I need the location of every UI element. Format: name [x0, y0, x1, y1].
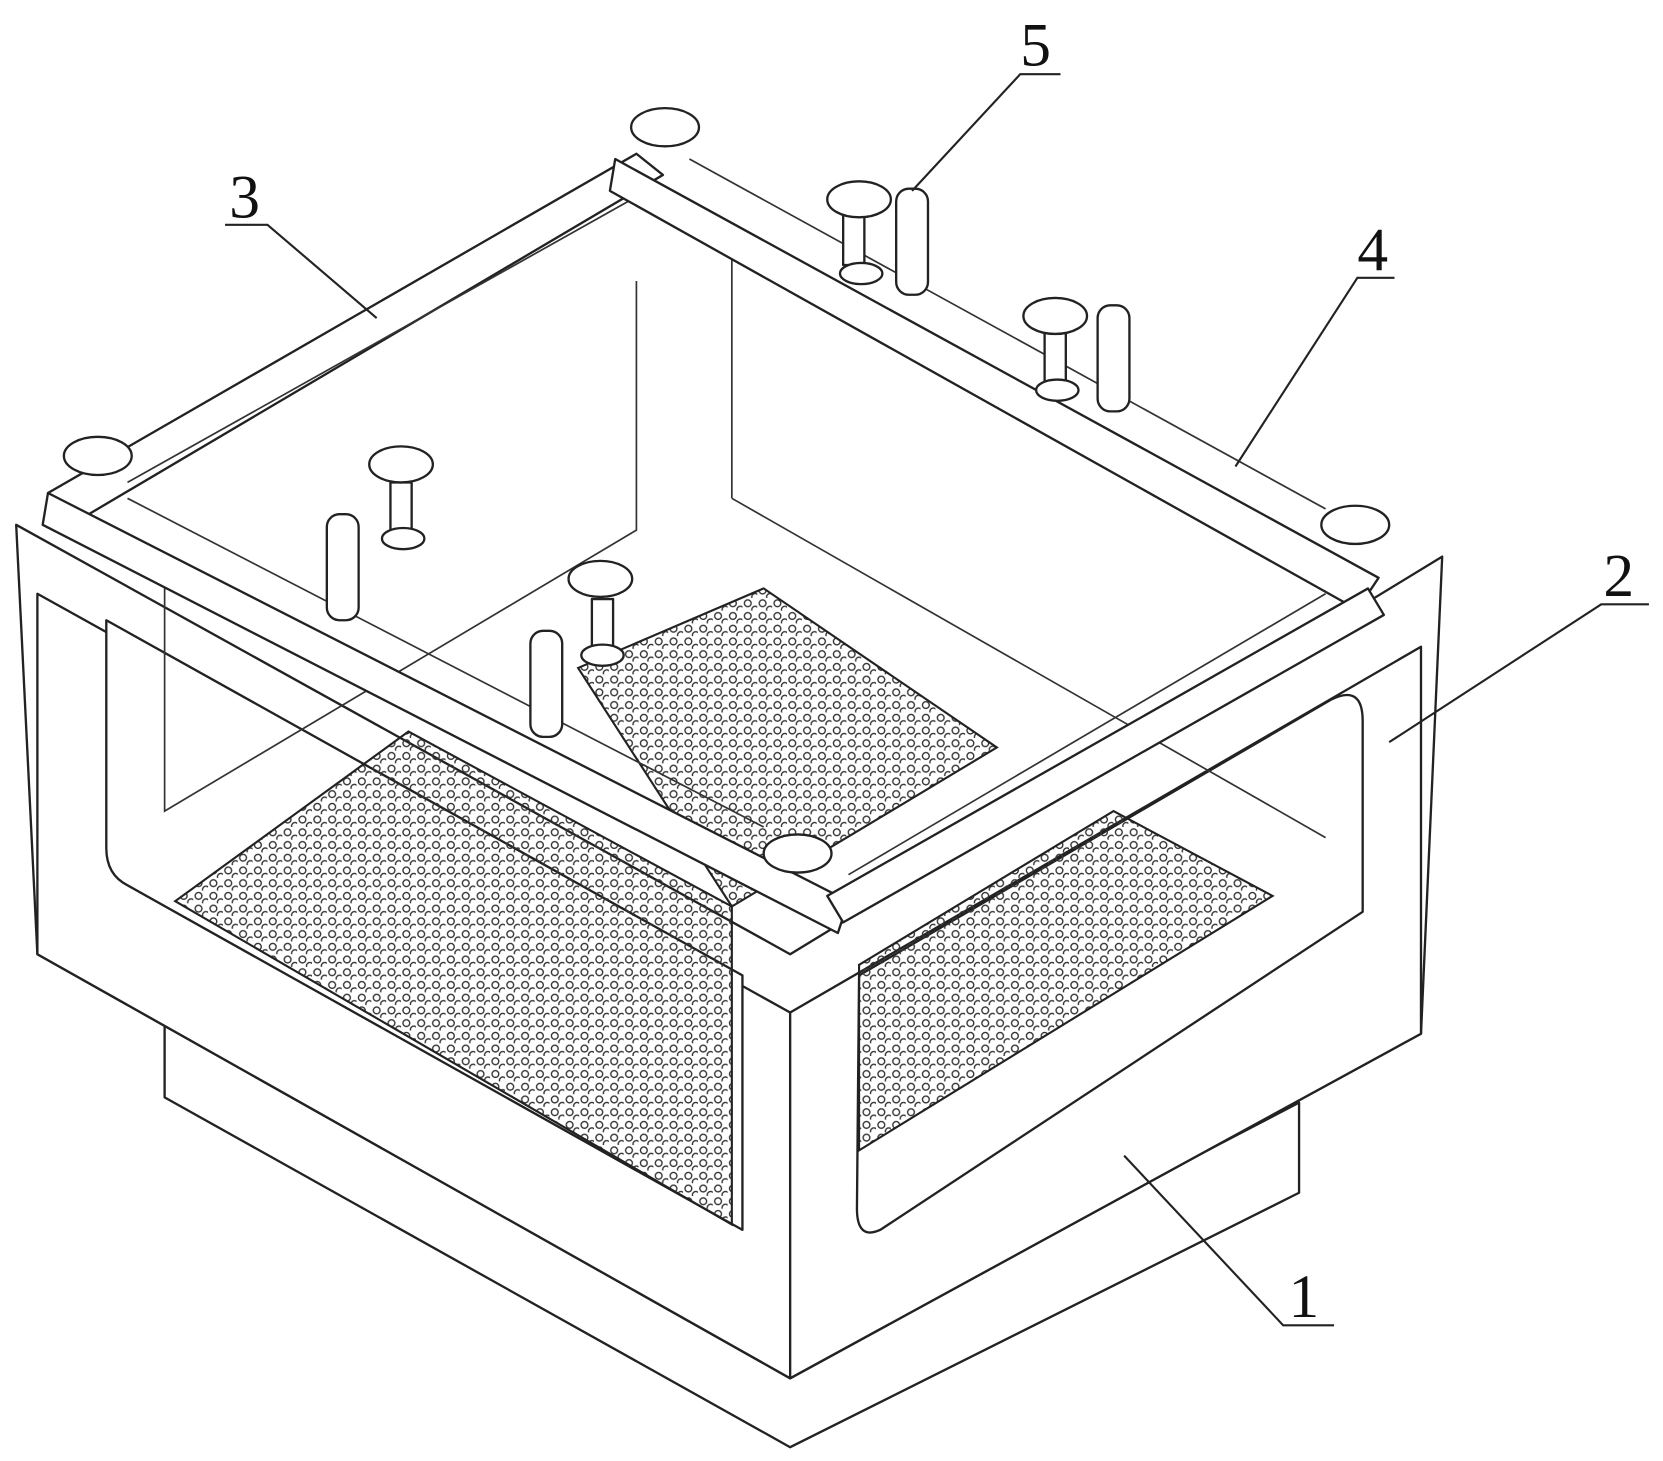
- label-4: 4: [1357, 216, 1388, 284]
- clamps: [325, 180, 1131, 739]
- rail-front: [41, 491, 850, 935]
- knob-icon: [62, 435, 133, 477]
- rail-3: [46, 152, 665, 521]
- clamp: [1022, 296, 1131, 413]
- rail-4: [608, 157, 1380, 611]
- corner-knobs: [62, 106, 1391, 874]
- callouts: 5 3 4 2 1: [225, 12, 1649, 1331]
- label-3: 3: [229, 163, 260, 231]
- label-1: 1: [1288, 1263, 1319, 1331]
- clamp: [529, 559, 634, 739]
- knob-icon: [762, 833, 833, 874]
- rail-right: [826, 587, 1386, 924]
- knob-icon: [629, 106, 701, 148]
- mesh-right: [858, 809, 1275, 1153]
- clamp: [826, 180, 930, 296]
- knob-icon: [1320, 504, 1391, 546]
- clamp: [325, 445, 435, 622]
- label-5: 5: [1020, 12, 1051, 80]
- label-2: 2: [1603, 542, 1634, 610]
- top-frame: [41, 152, 1386, 935]
